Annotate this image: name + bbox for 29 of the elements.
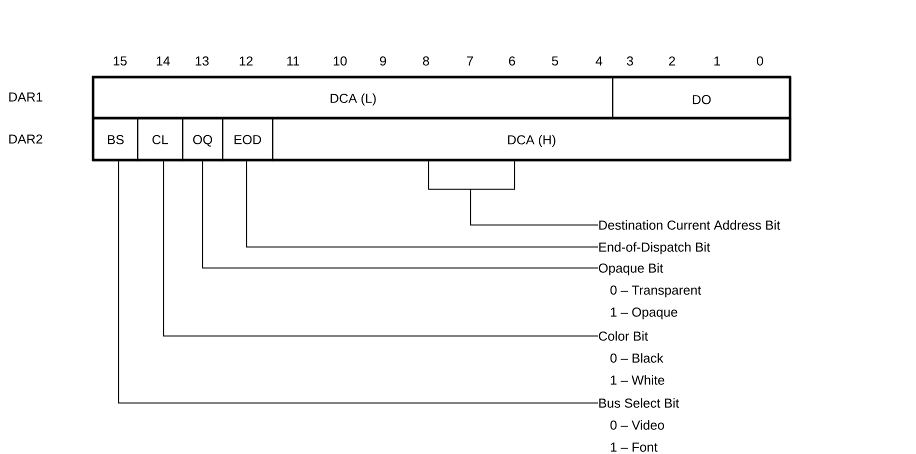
leader-line xyxy=(202,160,598,268)
leader-line xyxy=(246,160,598,248)
bit-number: 12 xyxy=(240,56,253,66)
bit-number: 2 xyxy=(669,56,675,66)
bit-description: Opaque Bit 0 – Transparent 1 – Opaque xyxy=(598,263,702,320)
bit-description: Color Bit 0 – Black 1 – White xyxy=(598,331,664,385)
bit-description: Destination Current Address Bit xyxy=(599,220,780,230)
register-field: DO xyxy=(612,77,792,120)
leader-line xyxy=(428,160,598,226)
register-field: EOD xyxy=(222,118,274,162)
register-field: OQ xyxy=(182,118,224,162)
bit-number: 11 xyxy=(287,56,300,66)
register-field: CL xyxy=(137,118,184,162)
node-label: DCA (H) xyxy=(508,134,556,147)
register-name: DAR2 xyxy=(9,134,42,144)
bit-number: 4 xyxy=(596,56,602,66)
bit-number: 5 xyxy=(552,56,558,66)
leader-line xyxy=(163,160,598,336)
node-label: DCA (L) xyxy=(330,93,376,106)
leader-line xyxy=(118,160,598,404)
bit-description: Bus Select Bit 0 – Video 1 – Font xyxy=(599,398,679,452)
bit-description: End-of-Dispatch Bit xyxy=(599,242,710,254)
register-name: DAR1 xyxy=(9,92,42,102)
bit-number: 3 xyxy=(626,56,634,66)
bit-number: 1 xyxy=(714,56,720,66)
bit-number: 14 xyxy=(156,56,170,66)
node-label: BS xyxy=(108,135,124,144)
bit-number: 7 xyxy=(467,56,473,66)
bit-number: 15 xyxy=(114,56,127,66)
